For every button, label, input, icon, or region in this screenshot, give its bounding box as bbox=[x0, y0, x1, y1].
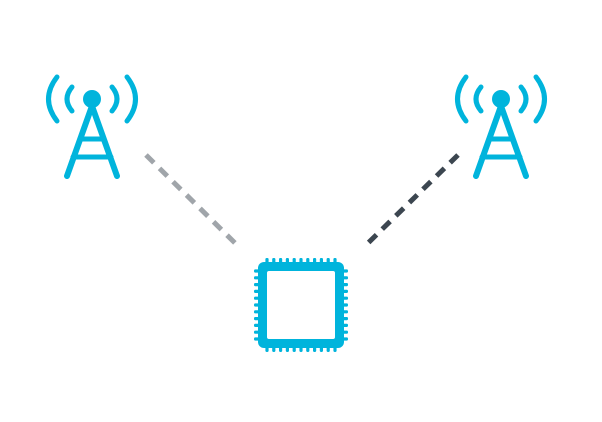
dashed-link-right bbox=[363, 153, 460, 248]
microchip-icon bbox=[254, 258, 348, 352]
dashed-link-left bbox=[144, 153, 240, 248]
radio-tower-icon bbox=[46, 74, 138, 179]
radio-tower-icon bbox=[455, 74, 547, 179]
